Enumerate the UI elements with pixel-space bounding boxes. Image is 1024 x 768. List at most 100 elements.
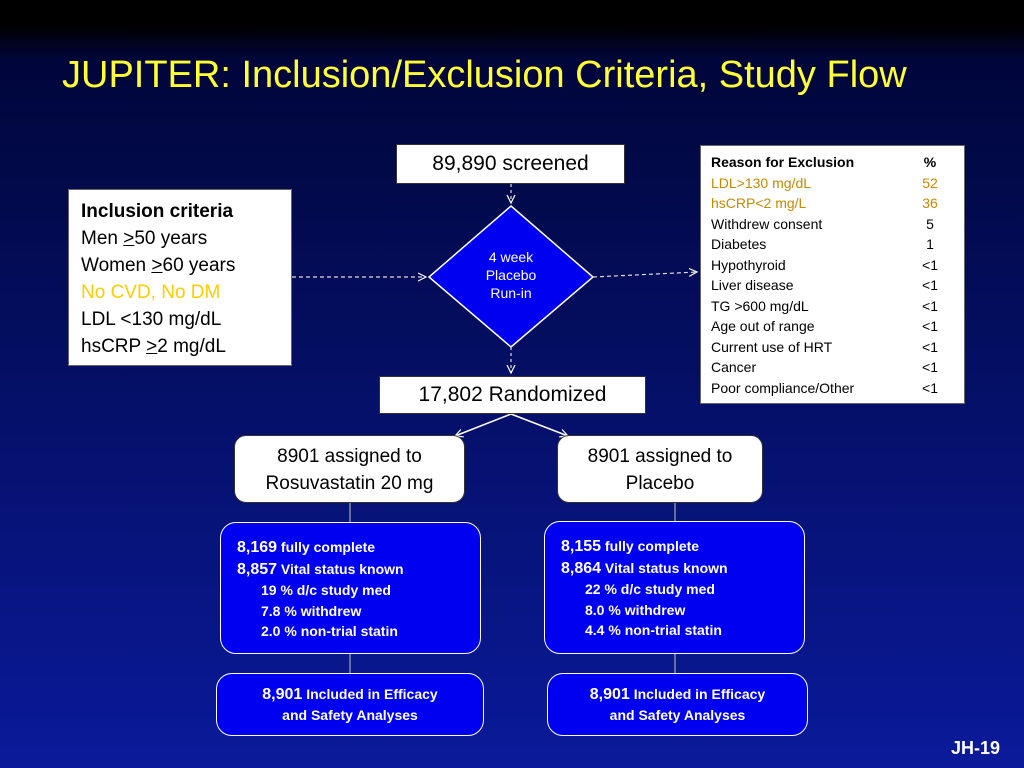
women-symbol: > (151, 255, 163, 276)
vital-label: Vital status known (277, 560, 404, 577)
exclusion-table: Reason for Exclusion % LDL>130 mg/dL 52 h… (700, 145, 965, 404)
placebo-arm-box: 8901 assigned to Placebo (557, 435, 763, 503)
exclusion-reason: hsCRP<2 mg/L (711, 195, 807, 211)
exclusion-row: Age out of range <1 (711, 316, 964, 337)
exclusion-row: TG >600 mg/dL <1 (711, 296, 964, 317)
complete-count: 8,169 (237, 539, 278, 556)
rosuvastatin-final-line-1: 8,901 Included in Efficacy (217, 684, 483, 705)
exclusion-reason: Current use of HRT (711, 338, 833, 355)
screened-box: 89,890 screened (396, 144, 625, 184)
slide-title: JUPITER: Inclusion/Exclusion Criteria, S… (62, 54, 907, 96)
men-symbol: > (123, 228, 135, 249)
exclusion-pct: 1 (926, 236, 934, 252)
inclusion-women: Women >60 years (81, 252, 291, 279)
placebo-arm-line-2: Placebo (625, 473, 695, 494)
placebo-final-box: 8,901 Included in Efficacy and Safety An… (547, 673, 808, 736)
exclusion-row: Poor compliance/Other <1 (711, 378, 964, 399)
exclusion-reason: Hypothyroid (711, 256, 786, 273)
rosuvastatin-complete: 8,169 fully complete (237, 537, 480, 559)
women-prefix: Women (81, 255, 152, 276)
placebo-final-line-2: and Safety Analyses (609, 707, 746, 723)
exclusion-pct: 52 (922, 174, 938, 191)
placebo-arm-line-1: 8901 assigned to (587, 446, 733, 467)
placebo-withdrew: 8.0 % withdrew (585, 601, 686, 618)
rosuvastatin-final-line-2: and Safety Analyses (282, 707, 418, 723)
runin-line-2: Placebo (485, 267, 537, 283)
final-label: Included in Efficacy (302, 686, 438, 702)
randomized-box: 17,802 Randomized (379, 376, 646, 414)
crp-suffix: 2 mg/dL (157, 336, 226, 357)
runin-line-1: 4 week (488, 249, 534, 265)
final-label: Included in Efficacy (629, 686, 766, 702)
slide-number: JH-19 (950, 738, 1000, 758)
exclusion-header: Reason for Exclusion % (711, 152, 964, 173)
placebo-results-box: 8,155 fully complete 8,864 Vital status … (544, 521, 805, 654)
inclusion-ldl: LDL <130 mg/dL (81, 309, 222, 330)
rosuvastatin-arm-line-1: 8901 assigned to (277, 446, 422, 467)
exclusion-row: Liver disease <1 (711, 275, 964, 296)
exclusion-row: Withdrew consent 5 (711, 214, 964, 235)
placebo-vital: 8,864 Vital status known (561, 558, 804, 580)
exclusion-row: hsCRP<2 mg/L 36 (711, 193, 964, 214)
exclusion-reason: Liver disease (711, 277, 794, 293)
exclusion-pct: <1 (922, 297, 938, 314)
exclusion-pct: <1 (922, 359, 938, 375)
crp-prefix: hsCRP (81, 336, 147, 357)
exclusion-header-pct: % (923, 154, 937, 170)
vital-count: 8,857 (237, 560, 278, 578)
exclusion-row: LDL>130 mg/dL 52 (711, 173, 964, 194)
exclusion-row: Hypothyroid <1 (711, 255, 964, 276)
placebo-dc: 22 % d/c study med (585, 581, 715, 597)
runin-line-3: Run-in (490, 285, 532, 301)
exclusion-reason: Age out of range (711, 318, 815, 334)
inclusion-heading: Inclusion criteria (81, 201, 234, 222)
exclusion-reason: TG >600 mg/dL (711, 297, 809, 314)
men-prefix: Men (81, 228, 124, 249)
exclusion-reason: Cancer (711, 359, 757, 375)
inclusion-criteria-box: Inclusion criteria Men >50 years Women >… (68, 189, 292, 366)
exclusion-reason: Poor compliance/Other (711, 379, 855, 396)
exclusion-row: Cancer <1 (711, 357, 964, 378)
vital-label: Vital status known (601, 559, 728, 576)
placebo-final-line-1: 8,901 Included in Efficacy (548, 684, 807, 705)
exclusion-row: Current use of HRT <1 (711, 337, 964, 358)
men-suffix: 50 years (134, 228, 208, 249)
inclusion-crp: hsCRP >2 mg/dL (81, 333, 291, 360)
complete-count: 8,155 (561, 538, 602, 555)
rosuvastatin-vital: 8,857 Vital status known (237, 559, 480, 581)
final-count: 8,901 (589, 686, 630, 703)
inclusion-men: Men >50 years (81, 225, 291, 252)
connector-runin-exclusion (592, 272, 697, 278)
inclusion-cvd: No CVD, No DM (81, 282, 221, 303)
women-suffix: 60 years (162, 255, 236, 276)
exclusion-pct: <1 (922, 256, 938, 273)
rosuvastatin-statin: 2.0 % non-trial statin (261, 623, 398, 639)
connector-randomized-placebo (510, 413, 568, 436)
runin-label: 4 week Placebo Run-in (455, 248, 567, 302)
exclusion-pct: <1 (922, 277, 938, 293)
exclusion-row: Diabetes 1 (711, 234, 964, 255)
exclusion-pct: 5 (926, 215, 934, 232)
exclusion-header-reason: Reason for Exclusion (711, 154, 855, 170)
exclusion-reason: Withdrew consent (711, 215, 823, 232)
complete-label: fully complete (277, 539, 376, 555)
complete-label: fully complete (601, 538, 700, 554)
vital-count: 8,864 (561, 559, 602, 577)
rosuvastatin-withdrew: 7.8 % withdrew (261, 602, 362, 619)
placebo-statin: 4.4 % non-trial statin (585, 622, 722, 638)
final-count: 8,901 (262, 686, 303, 703)
placebo-complete: 8,155 fully complete (561, 536, 804, 558)
rosuvastatin-arm-box: 8901 assigned to Rosuvastatin 20 mg (234, 435, 465, 503)
crp-symbol: > (146, 336, 158, 357)
rosuvastatin-results-box: 8,169 fully complete 8,857 Vital status … (220, 522, 481, 654)
exclusion-reason: LDL>130 mg/dL (711, 174, 812, 191)
exclusion-pct: <1 (922, 318, 938, 334)
rosuvastatin-arm-line-2: Rosuvastatin 20 mg (265, 473, 434, 494)
exclusion-pct: 36 (922, 195, 938, 211)
exclusion-pct: <1 (922, 338, 938, 355)
rosuvastatin-final-box: 8,901 Included in Efficacy and Safety An… (216, 673, 484, 736)
exclusion-pct: <1 (922, 379, 938, 396)
exclusion-reason: Diabetes (711, 236, 767, 252)
top-bar (0, 0, 1024, 26)
